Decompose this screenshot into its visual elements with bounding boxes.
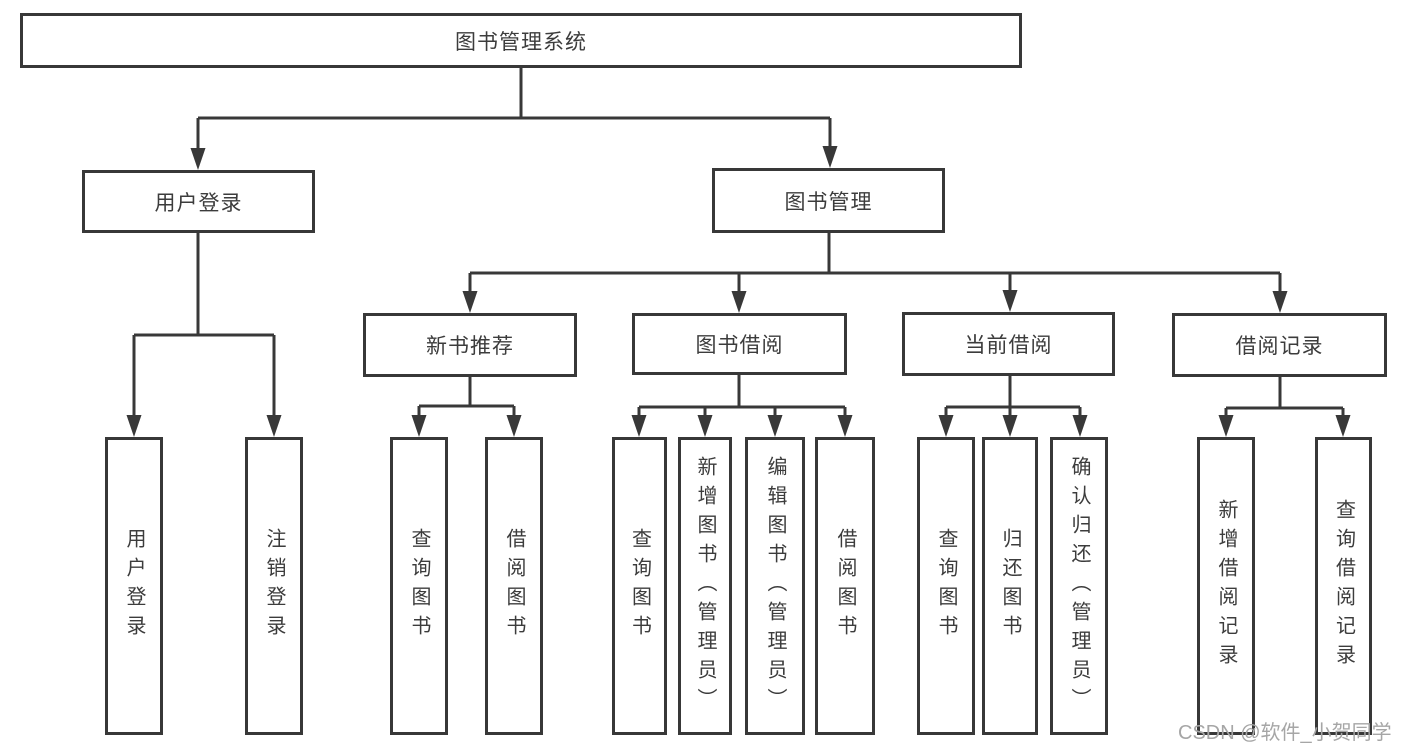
leaf-query-books-borrow: 查询图书	[612, 437, 667, 735]
node-user-login-branch: 用户登录	[82, 170, 315, 233]
node-label: 图书管理系统	[455, 30, 587, 54]
node-label: 确认归还（管理员）	[1068, 455, 1090, 717]
leaf-query-books-current: 查询图书	[917, 437, 975, 735]
node-borrow-records: 借阅记录	[1172, 313, 1387, 377]
leaf-return-book: 归还图书	[982, 437, 1038, 735]
leaf-logout: 注销登录	[245, 437, 303, 735]
leaf-user-login: 用户登录	[105, 437, 163, 735]
node-label: 查询借阅记录	[1332, 499, 1355, 673]
leaf-edit-book-admin: 编辑图书（管理员）	[745, 437, 805, 735]
node-label: 查询图书	[628, 528, 651, 644]
leaf-borrow-books: 借阅图书	[815, 437, 875, 735]
node-label: 新书推荐	[426, 335, 514, 358]
node-label: 注销登录	[263, 528, 285, 644]
leaf-add-book-admin: 新增图书（管理员）	[678, 437, 732, 735]
node-label: 当前借阅	[964, 334, 1053, 357]
node-label: 用户登录	[123, 528, 145, 644]
node-label: 图书管理	[784, 190, 873, 214]
node-book-management-branch: 图书管理	[712, 168, 945, 233]
node-label: 新增借阅记录	[1215, 499, 1237, 673]
node-label: 新增图书（管理员）	[694, 455, 716, 717]
node-label: 查询图书	[935, 528, 957, 644]
node-book-borrow: 图书借阅	[632, 313, 847, 375]
node-label: 图书借阅	[695, 334, 784, 357]
node-label: 编辑图书（管理员）	[764, 455, 786, 717]
node-label: 借阅图书	[834, 528, 856, 644]
node-label: 借阅记录	[1235, 335, 1324, 358]
leaf-query-books-recommend: 查询图书	[390, 437, 448, 735]
node-label: 查询图书	[408, 528, 430, 644]
node-root-system: 图书管理系统	[20, 13, 1022, 68]
leaf-query-borrow-record: 查询借阅记录	[1315, 437, 1372, 735]
leaf-confirm-return-admin: 确认归还（管理员）	[1050, 437, 1108, 735]
node-new-book-recommend: 新书推荐	[363, 313, 577, 377]
node-label: 归还图书	[999, 528, 1021, 644]
node-label: 用户登录	[154, 191, 243, 215]
node-label: 借阅图书	[503, 528, 525, 644]
leaf-add-borrow-record: 新增借阅记录	[1197, 437, 1255, 735]
node-current-borrow: 当前借阅	[902, 312, 1115, 376]
leaf-borrow-books-recommend: 借阅图书	[485, 437, 543, 735]
csdn-watermark: CSDN @软件_小贺同学	[1178, 722, 1392, 744]
